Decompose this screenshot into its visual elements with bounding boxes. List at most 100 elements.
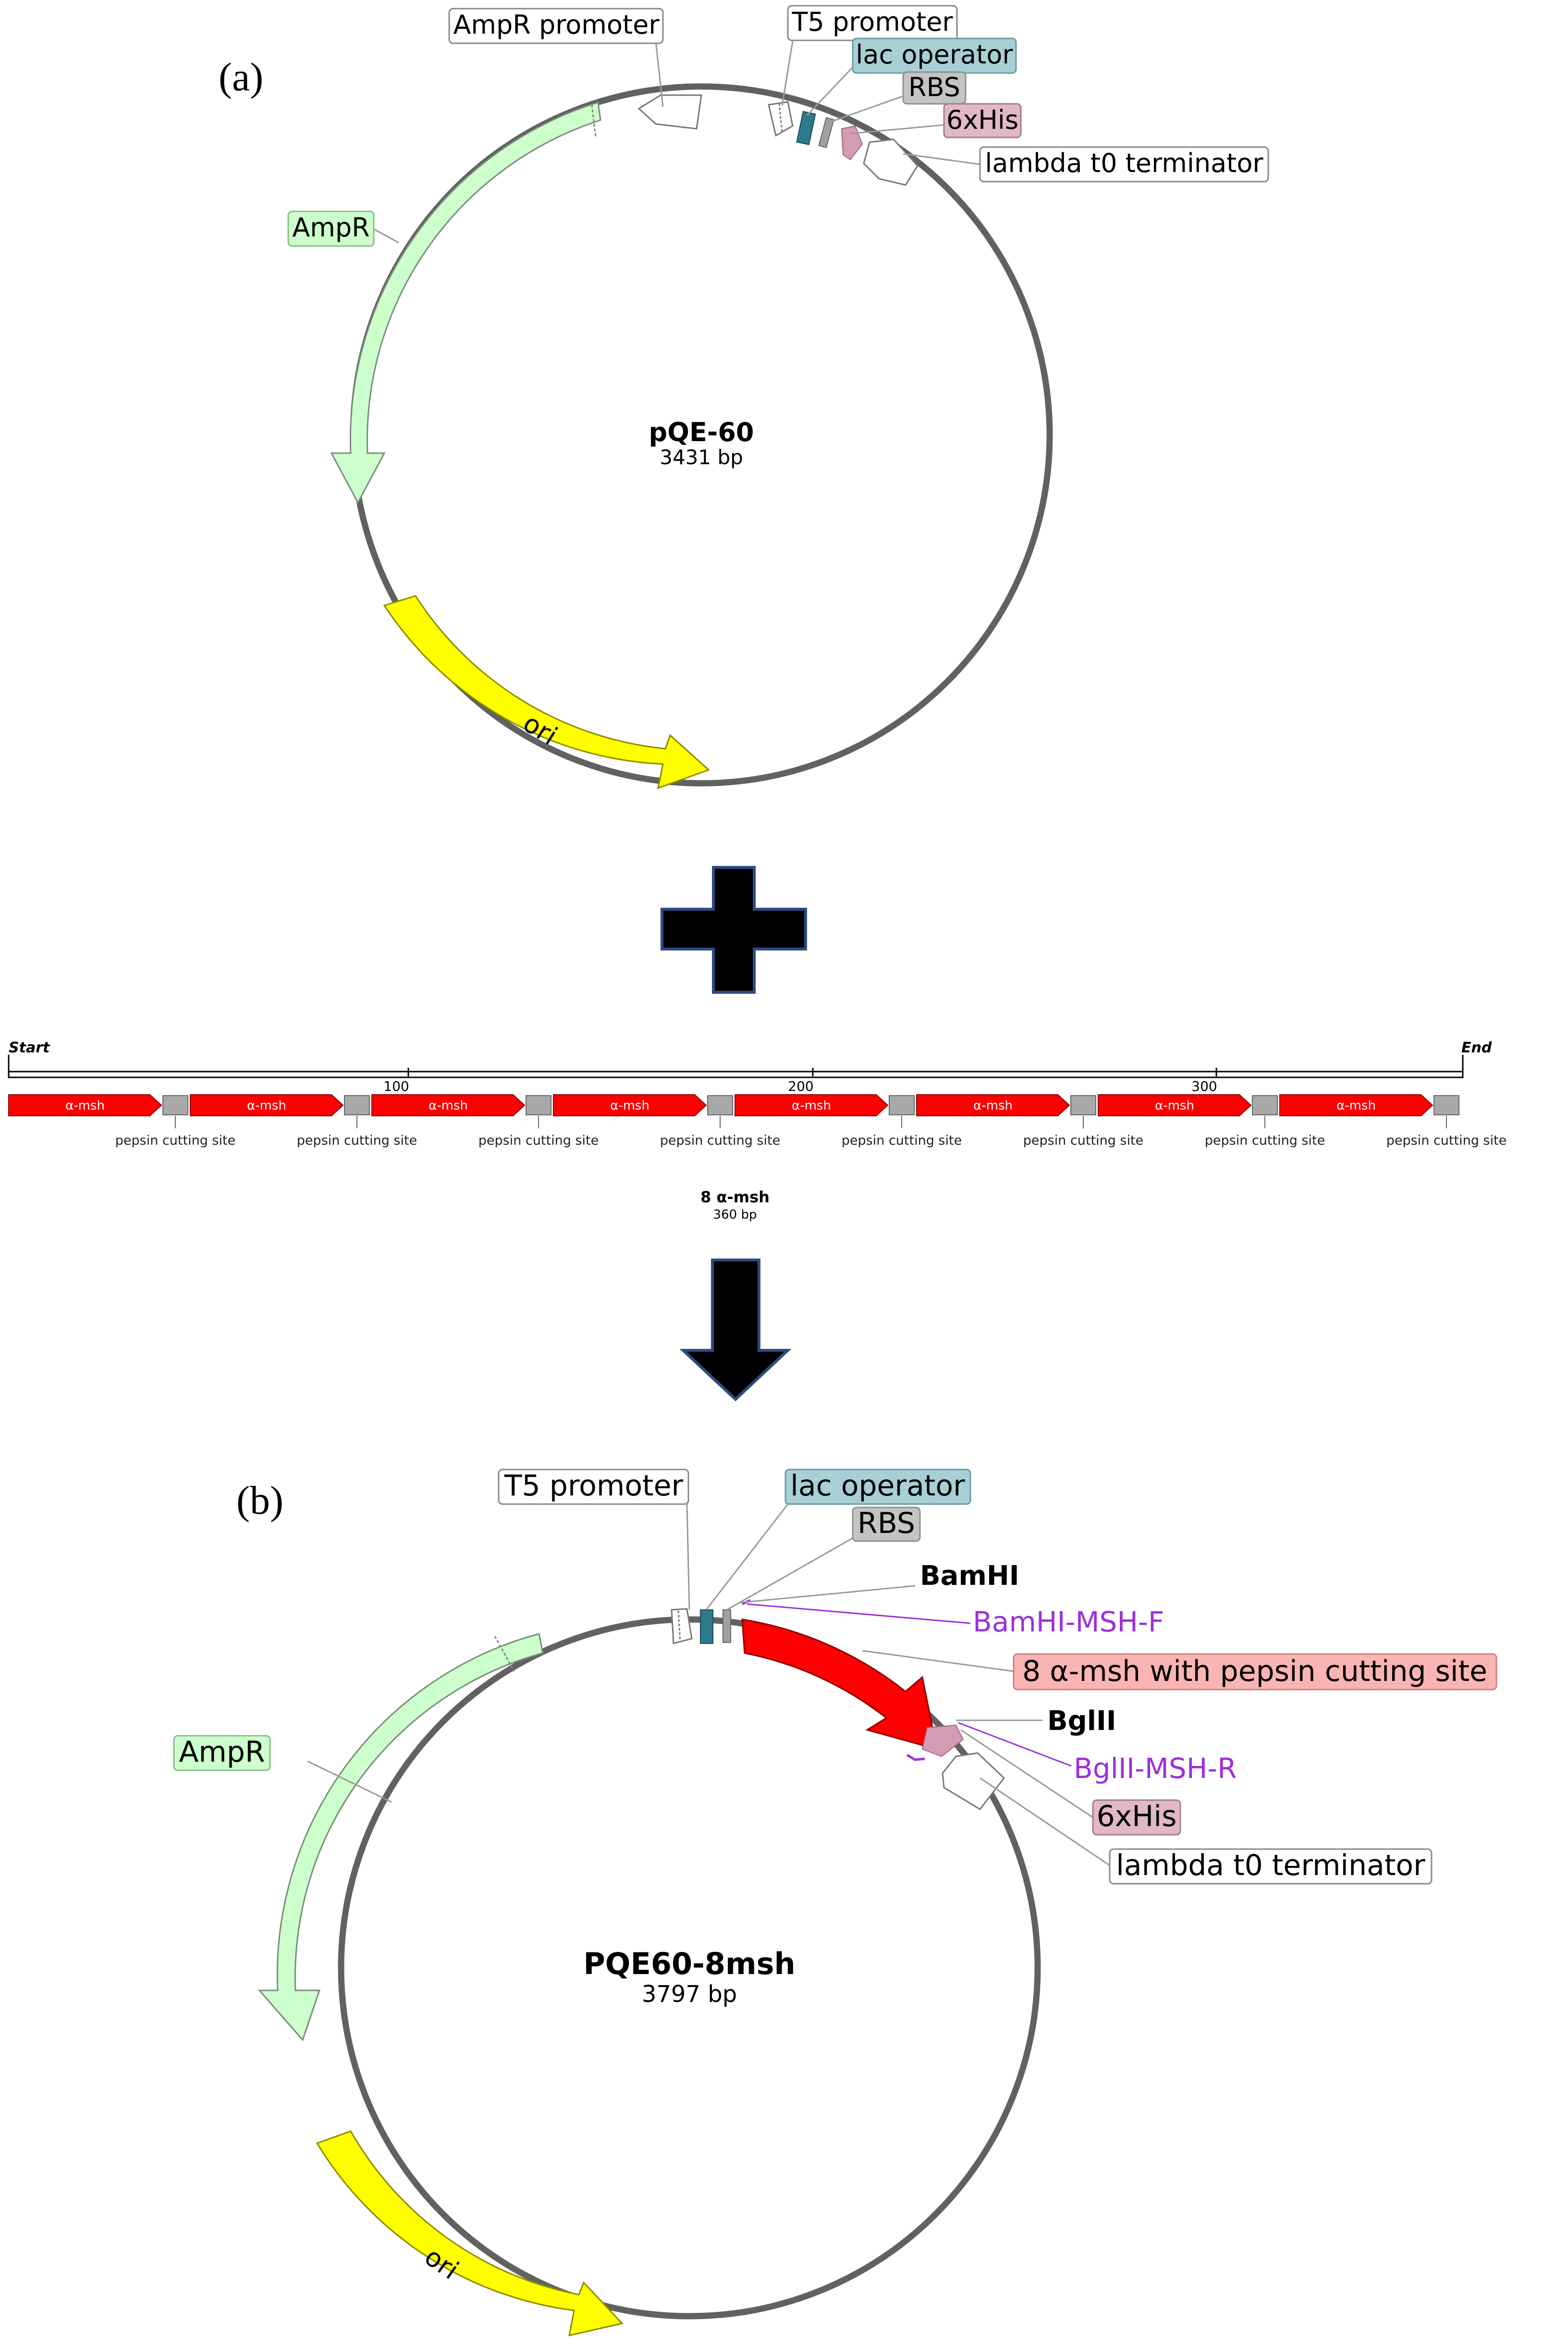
lac-operator-callout-b: lac operator <box>784 1469 971 1505</box>
pqe60-8msh-size: 3797 bp <box>642 1981 737 2008</box>
insert-label: 8 α-msh with pepsin cutting site <box>1022 1655 1487 1688</box>
alpha-msh-segment-label: α-msh <box>610 1099 649 1113</box>
rbs-marker-b <box>723 1609 731 1643</box>
lac-operator-label-a: lac operator <box>856 39 1013 70</box>
ampr-promoter-arrow <box>637 94 702 130</box>
t5-promoter-marker-b <box>671 1608 693 1644</box>
t5-promoter-label-a: T5 promoter <box>791 7 953 37</box>
pepsin-cutting-site-marker <box>344 1095 370 1115</box>
ampr-arrow-b <box>257 1633 544 2041</box>
alpha-msh-segment-label: α-msh <box>792 1099 831 1113</box>
pepsin-cutting-site-label: pepsin cutting site <box>478 1133 599 1148</box>
pepsin-cutting-site-marker <box>707 1095 733 1115</box>
pepsin-cutting-site-label: pepsin cutting site <box>297 1133 417 1148</box>
bglii-primer-label: BglII-MSH-R <box>1074 1752 1237 1785</box>
alpha-msh-segment-label: α-msh <box>1155 1099 1194 1113</box>
alpha-msh-segment-label: α-msh <box>973 1099 1013 1113</box>
his6-callout-a: 6xHis <box>943 103 1022 138</box>
lac-operator-marker-b <box>700 1609 713 1644</box>
tick-200: 200 <box>788 1078 813 1094</box>
lambda-terminator-label-b: lambda t0 terminator <box>1116 1849 1425 1882</box>
alpha-msh-segment <box>8 1094 162 1116</box>
lambda-terminator-label-a: lambda t0 terminator <box>985 148 1263 178</box>
alpha-msh-segment <box>553 1094 707 1116</box>
insert-callout: 8 α-msh with pepsin cutting site <box>1013 1653 1497 1691</box>
panel-b: (b) ori <box>173 1469 1497 2336</box>
pepsin-cutting-site-marker <box>1252 1095 1278 1115</box>
insert-repeat-units: α-msh pepsin cutting site α-msh pepsin cutt… <box>8 1094 1507 1148</box>
pepsin-cutting-site-marker <box>889 1095 915 1115</box>
alpha-msh-segment-label: α-msh <box>65 1099 105 1113</box>
bglii-primer-mark <box>906 1753 925 1761</box>
ampr-promoter-callout: AmpR promoter <box>448 8 664 44</box>
alpha-msh-segment <box>916 1094 1070 1116</box>
alpha-msh-segment <box>1279 1094 1433 1116</box>
insert-sequence-bar <box>8 1071 1464 1078</box>
pqe60-8msh-name: PQE60-8msh <box>583 1946 795 1981</box>
insert-ticks: 100 200 300 <box>383 1068 1217 1094</box>
lac-operator-marker <box>796 111 816 146</box>
bglii-label: BglII <box>1047 1705 1116 1737</box>
lambda-terminator-marker-b <box>942 1752 1005 1810</box>
pepsin-cutting-site-label: pepsin cutting site <box>842 1133 962 1148</box>
bamhi-label: BamHI <box>920 1560 1019 1592</box>
insert-start-label: Start <box>9 1039 50 1056</box>
pepsin-cutting-site-label: pepsin cutting site <box>1205 1133 1325 1148</box>
rbs-label-b: RBS <box>858 1506 915 1540</box>
panel-b-label: (b) <box>236 1478 283 1523</box>
alpha-msh-segment <box>1098 1094 1252 1116</box>
pepsin-cutting-site-marker <box>1070 1095 1096 1115</box>
insert-arrow <box>741 1618 938 1751</box>
lac-operator-callout-a: lac operator <box>852 37 1017 74</box>
pepsin-cutting-site-label: pepsin cutting site <box>1023 1133 1143 1148</box>
his6-callout-b: 6xHis <box>1092 1799 1181 1836</box>
t5-promoter-callout-a: T5 promoter <box>787 5 958 41</box>
pqe60-size: 3431 bp <box>660 445 743 469</box>
down-arrow-symbol <box>679 1259 792 1402</box>
panel-a-label: (a) <box>219 55 263 99</box>
pepsin-cutting-site-label: pepsin cutting site <box>115 1133 235 1148</box>
his6-marker-b <box>921 1724 964 1757</box>
ampr-callout-b: AmpR <box>173 1735 271 1771</box>
t5-promoter-label-b: T5 promoter <box>504 1469 684 1503</box>
his6-marker-a <box>841 125 863 161</box>
alpha-msh-segment-label: α-msh <box>1336 1099 1376 1113</box>
rbs-label-a: RBS <box>908 72 960 102</box>
lambda-terminator-marker-a <box>863 138 919 186</box>
tick-300: 300 <box>1191 1078 1217 1094</box>
insert-end-label: End <box>1461 1039 1492 1056</box>
his6-label-a: 6xHis <box>946 105 1018 135</box>
pepsin-cutting-site-label: pepsin cutting site <box>660 1133 780 1148</box>
rbs-marker <box>818 117 834 148</box>
alpha-msh-segment <box>735 1094 889 1116</box>
t5-promoter-marker <box>768 101 794 137</box>
insert-size: 360 bp <box>713 1208 757 1222</box>
ampr-label-b: AmpR <box>179 1735 265 1769</box>
panel-a: (a) ori <box>219 5 1269 790</box>
pepsin-cutting-site-marker <box>1433 1095 1459 1115</box>
tick-100: 100 <box>383 1078 409 1094</box>
lambda-terminator-callout-a: lambda t0 terminator <box>979 146 1269 183</box>
insert-map: Start End 100 200 300 α-msh pepsin cuttin… <box>8 1039 1507 1222</box>
ampr-arrow-a <box>330 101 601 505</box>
ori-arrow-a <box>383 595 710 790</box>
alpha-msh-segment-label: α-msh <box>247 1099 286 1113</box>
bamhi-primer-label: BamHI-MSH-F <box>973 1605 1164 1638</box>
insert-name: 8 α-msh <box>700 1188 770 1206</box>
ori-arrow-b <box>316 2130 624 2336</box>
t5-promoter-callout-b: T5 promoter <box>498 1469 689 1505</box>
ampr-label-a: AmpR <box>292 212 369 243</box>
pqe60-name: pQE-60 <box>649 417 754 447</box>
ampr-callout-a: AmpR <box>287 210 375 247</box>
rbs-callout-a: RBS <box>902 71 967 105</box>
lambda-terminator-callout-b: lambda t0 terminator <box>1109 1848 1433 1885</box>
rbs-callout-b: RBS <box>852 1506 921 1542</box>
alpha-msh-segment-label: α-msh <box>429 1099 468 1113</box>
ampr-promoter-label: AmpR promoter <box>453 10 660 40</box>
pepsin-cutting-site-marker <box>162 1095 188 1115</box>
alpha-msh-segment <box>190 1094 344 1116</box>
lac-operator-label-b: lac operator <box>790 1469 965 1503</box>
alpha-msh-segment <box>371 1094 526 1116</box>
plus-symbol <box>661 866 807 994</box>
